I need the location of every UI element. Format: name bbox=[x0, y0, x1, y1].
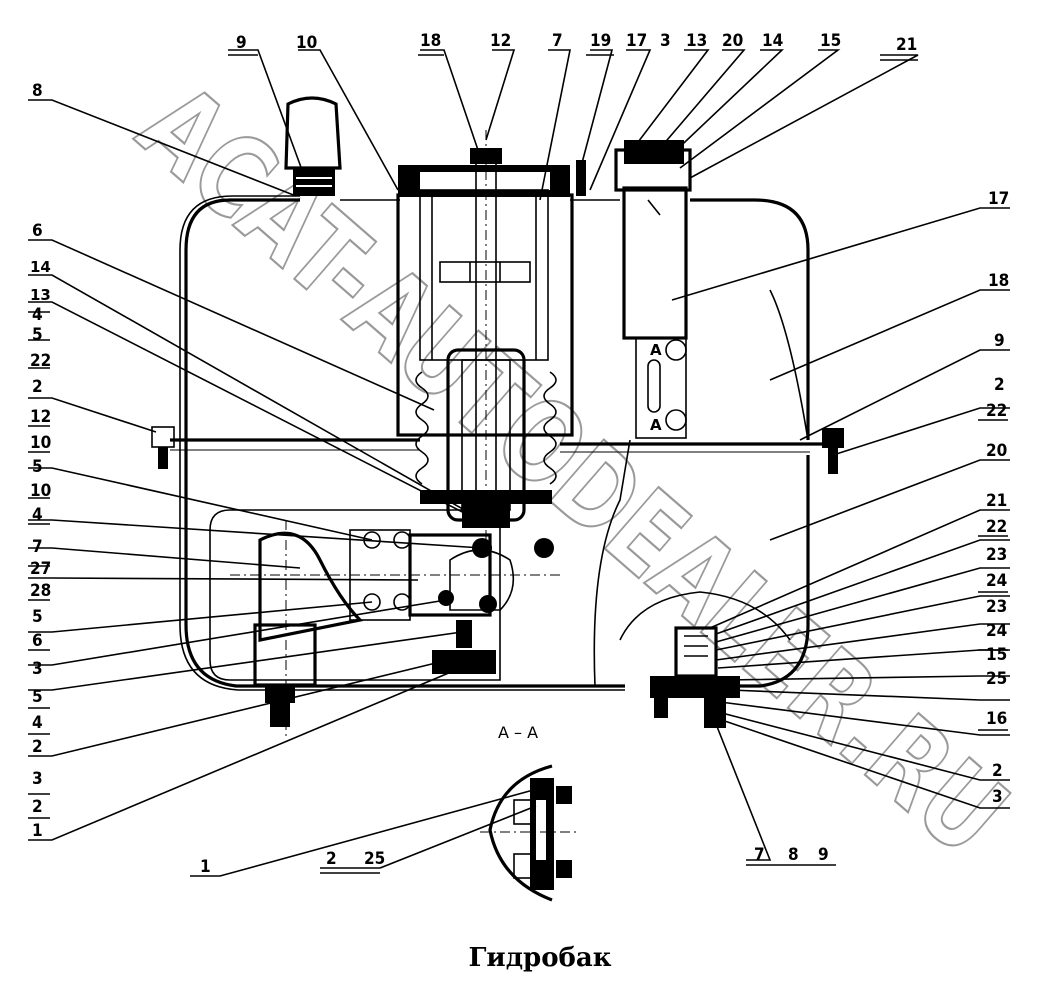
label-right-25: 25 bbox=[986, 669, 1007, 689]
label-top-15: 15 bbox=[820, 31, 841, 51]
label-top-20: 20 bbox=[722, 31, 743, 51]
label-top-21: 21 bbox=[896, 35, 917, 55]
label-bottom-25: 25 bbox=[364, 849, 385, 869]
label-right-16: 16 bbox=[986, 709, 1007, 729]
labels-left: 8 6 14 13 4 5 22 2 12 10 5 10 4 7 27 28 … bbox=[30, 81, 51, 841]
label-left-5d: 5 bbox=[32, 687, 43, 707]
label-right-9: 9 bbox=[994, 331, 1005, 351]
label-underlines bbox=[28, 54, 1008, 874]
label-left-27: 27 bbox=[30, 559, 51, 579]
section-aa-detail: A – A bbox=[480, 723, 580, 902]
label-top-17: 17 bbox=[626, 31, 647, 51]
right-bolt bbox=[822, 428, 844, 474]
label-right-21: 21 bbox=[986, 491, 1007, 511]
left-bolt bbox=[151, 426, 175, 469]
filler-cap bbox=[284, 96, 342, 196]
label-top-14: 14 bbox=[762, 31, 783, 51]
label-right-24b: 24 bbox=[986, 621, 1007, 641]
label-right-23b: 23 bbox=[986, 597, 1007, 617]
label-left-10a: 10 bbox=[30, 433, 51, 453]
label-right-23: 23 bbox=[986, 545, 1007, 565]
labels-bottom: 1 2 25 7 8 9 bbox=[200, 845, 829, 877]
label-left-4: 4 bbox=[32, 305, 43, 325]
label-right-22b: 22 bbox=[986, 517, 1007, 537]
labels-top: 9 10 18 12 7 19 17 3 13 20 14 15 21 bbox=[236, 31, 917, 55]
labels-right: 17 18 9 2 22 20 21 22 23 24 23 24 15 25 … bbox=[986, 189, 1009, 807]
label-right-18: 18 bbox=[988, 271, 1009, 291]
label-top-12: 12 bbox=[490, 31, 511, 51]
level-indicator: A A bbox=[614, 140, 692, 439]
label-left-13: 13 bbox=[30, 286, 51, 304]
label-left-14: 14 bbox=[30, 258, 51, 276]
label-left-1: 1 bbox=[32, 821, 43, 841]
label-right-3: 3 bbox=[992, 787, 1003, 807]
label-right-15: 15 bbox=[986, 645, 1007, 665]
label-left-6b: 6 bbox=[32, 631, 43, 651]
label-left-4c: 4 bbox=[32, 713, 43, 733]
label-right-22: 22 bbox=[986, 401, 1007, 421]
section-mark-bottom: A bbox=[650, 416, 662, 434]
figure-caption: Гидробак bbox=[468, 943, 611, 973]
label-bottom-9: 9 bbox=[818, 845, 829, 865]
label-top-18: 18 bbox=[420, 31, 441, 51]
label-left-6: 6 bbox=[32, 221, 43, 241]
leader-lines bbox=[28, 49, 1010, 877]
label-bottom-7: 7 bbox=[754, 845, 765, 865]
label-top-9: 9 bbox=[236, 33, 247, 53]
label-right-2: 2 bbox=[994, 375, 1005, 395]
label-left-3b: 3 bbox=[32, 769, 43, 789]
label-left-10b: 10 bbox=[30, 481, 51, 501]
label-left-8: 8 bbox=[32, 81, 43, 101]
label-left-2b: 2 bbox=[32, 737, 43, 757]
label-left-4b: 4 bbox=[32, 505, 43, 525]
label-left-28: 28 bbox=[30, 581, 51, 601]
label-right-20: 20 bbox=[986, 441, 1007, 461]
label-left-2: 2 bbox=[32, 377, 43, 397]
label-top-10: 10 bbox=[296, 33, 317, 53]
label-left-2c: 2 bbox=[32, 797, 43, 817]
label-left-22: 22 bbox=[30, 351, 51, 371]
tank-body bbox=[179, 195, 810, 691]
label-left-5b: 5 bbox=[32, 457, 43, 477]
label-left-7: 7 bbox=[32, 537, 43, 557]
label-left-5: 5 bbox=[32, 325, 43, 345]
label-right-2b: 2 bbox=[992, 761, 1003, 781]
label-top-13: 13 bbox=[686, 31, 707, 51]
top-flange bbox=[398, 160, 586, 197]
label-top-3: 3 bbox=[660, 31, 671, 51]
inner-baffle bbox=[593, 289, 809, 687]
drain-plug bbox=[619, 591, 791, 728]
label-right-24: 24 bbox=[986, 571, 1007, 591]
label-left-3: 3 bbox=[32, 659, 43, 679]
label-left-5c: 5 bbox=[32, 607, 43, 627]
label-bottom-1: 1 bbox=[200, 857, 211, 877]
label-bottom-2: 2 bbox=[326, 849, 337, 869]
label-top-7: 7 bbox=[552, 31, 563, 51]
label-top-19: 19 bbox=[590, 31, 611, 51]
label-left-12: 12 bbox=[30, 407, 51, 427]
section-mark-top: A bbox=[650, 341, 662, 359]
label-right-17: 17 bbox=[988, 189, 1009, 209]
pump-assembly bbox=[209, 509, 560, 740]
section-label: A – A bbox=[498, 723, 538, 742]
divider-plate bbox=[170, 438, 842, 453]
label-bottom-8: 8 bbox=[788, 845, 799, 865]
